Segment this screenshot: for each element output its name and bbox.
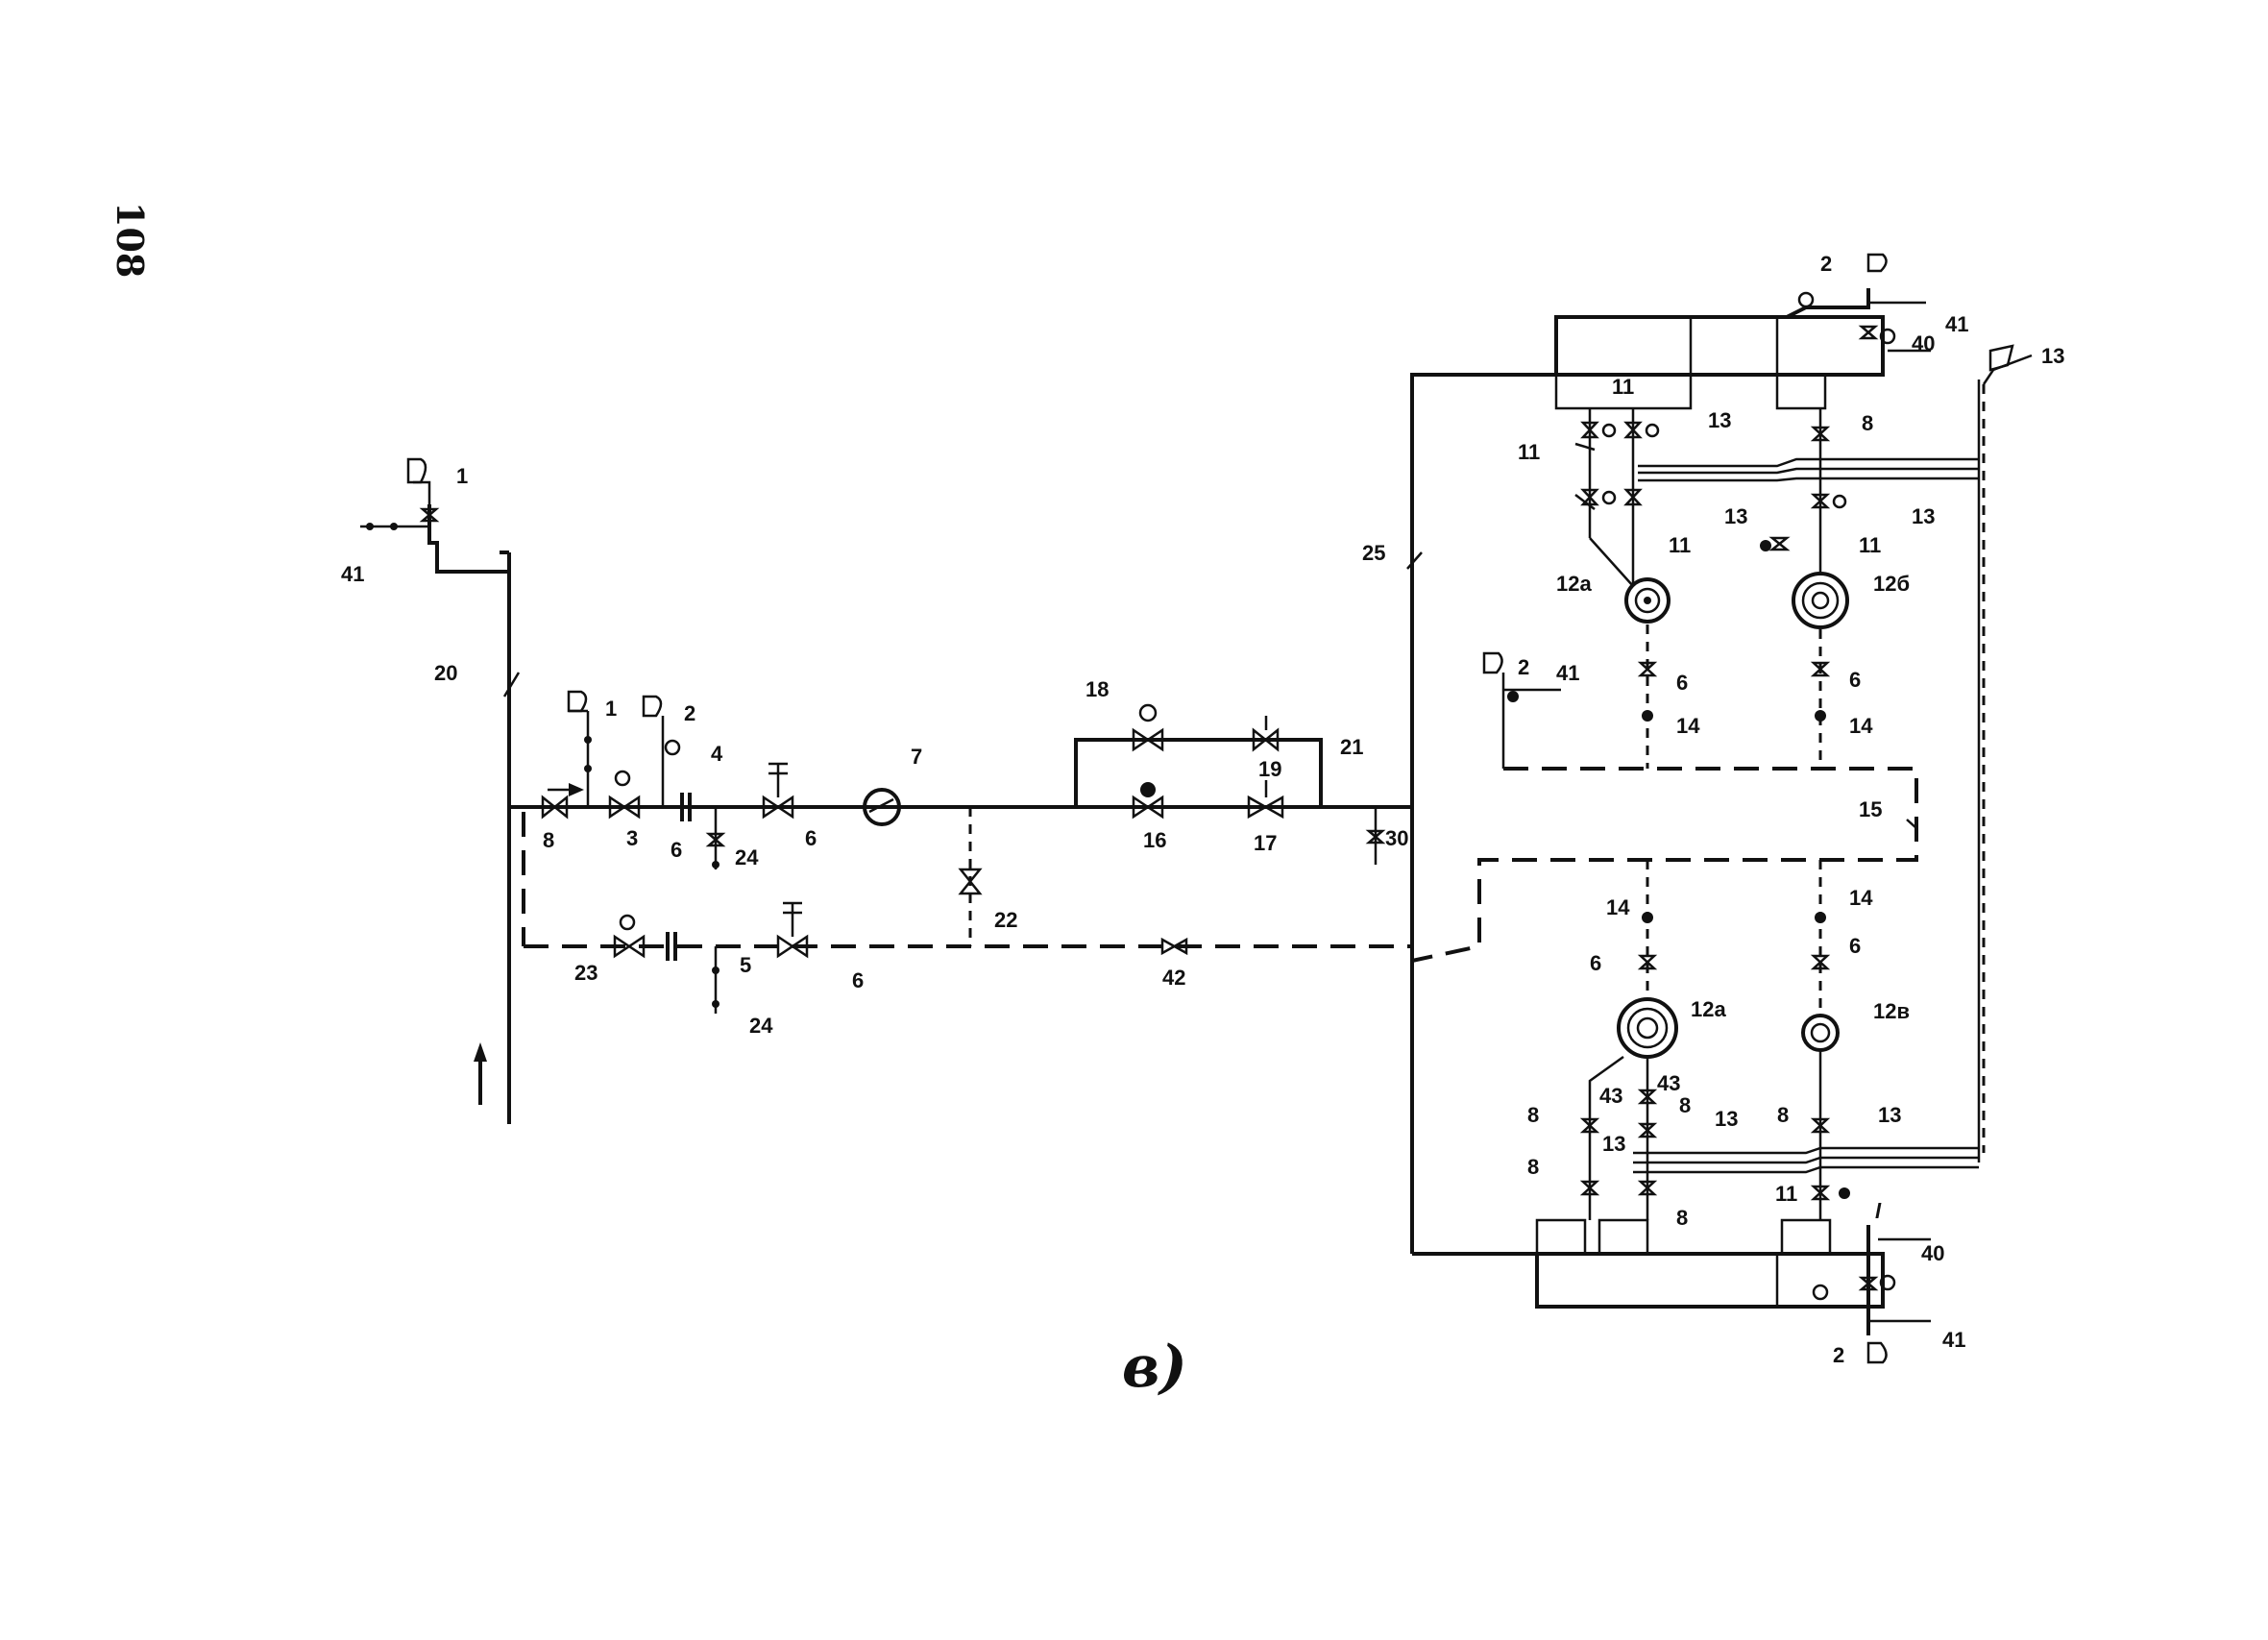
label-l-dim: l xyxy=(1875,1199,1882,1223)
label-23: 23 xyxy=(574,961,597,985)
label-13-c: 13 xyxy=(1912,504,1935,528)
label-11-d: 11 xyxy=(1859,533,1881,557)
label-24-bypass: 24 xyxy=(749,1014,773,1038)
main-gas-line xyxy=(509,690,1412,946)
label-6-bypass: 6 xyxy=(852,968,864,992)
label-14-u2: 14 xyxy=(1849,714,1873,738)
labels: 1 41 20 1 2 4 8 3 6 24 6 7 22 23 5 6 24 … xyxy=(341,252,2064,1367)
label-30: 30 xyxy=(1385,826,1408,850)
label-6-u2: 6 xyxy=(1849,668,1861,692)
label-8-l1: 8 xyxy=(1527,1103,1539,1127)
label-2: 2 xyxy=(684,701,695,725)
label-7: 7 xyxy=(911,745,922,769)
label-17: 17 xyxy=(1254,831,1277,855)
label-41-bottom: 41 xyxy=(1942,1328,1965,1352)
label-8-l4: 8 xyxy=(1679,1093,1691,1117)
label-2-top: 2 xyxy=(1820,252,1832,276)
label-19: 19 xyxy=(1258,757,1281,781)
inlet-riser xyxy=(360,457,511,1124)
label-11-b: 11 xyxy=(1518,440,1540,464)
label-40-top: 40 xyxy=(1912,331,1935,355)
label-8-top: 8 xyxy=(1862,411,1873,435)
label-25: 25 xyxy=(1362,541,1385,565)
label-21: 21 xyxy=(1340,735,1363,759)
lower-burners xyxy=(1579,860,1850,1220)
label-13-far: 13 xyxy=(2041,344,2064,368)
leader-lines xyxy=(502,442,1917,829)
label-40-bottom: 40 xyxy=(1921,1241,1944,1265)
label-11-bottom: 11 xyxy=(1775,1182,1797,1206)
label-2-bottom: 2 xyxy=(1833,1343,1844,1367)
label-43-a: 43 xyxy=(1599,1084,1622,1108)
label-18: 18 xyxy=(1085,677,1109,701)
figure-label: в) xyxy=(1122,1334,1187,1401)
label-12b: 12б xyxy=(1873,572,1910,596)
label-13-l1: 13 xyxy=(1602,1132,1625,1156)
label-12a-bottom: 12а xyxy=(1691,997,1726,1021)
label-6-drain: 6 xyxy=(671,838,682,862)
label-12a-top: 12а xyxy=(1556,572,1592,596)
label-13-b: 13 xyxy=(1724,504,1747,528)
label-13-l2: 13 xyxy=(1715,1107,1738,1131)
label-8-l3: 8 xyxy=(1777,1103,1789,1127)
upper-burners xyxy=(1411,408,1918,963)
label-4: 4 xyxy=(711,742,723,766)
label-24: 24 xyxy=(735,845,759,869)
label-1: 1 xyxy=(605,697,617,721)
label-43-b: 43 xyxy=(1657,1071,1680,1095)
label-13-l3: 13 xyxy=(1878,1103,1901,1127)
label-20: 20 xyxy=(434,661,457,685)
label-42: 42 xyxy=(1162,966,1185,990)
label-16: 16 xyxy=(1143,828,1166,852)
label-14-l1: 14 xyxy=(1606,895,1630,919)
label-6-l1: 6 xyxy=(1590,951,1601,975)
label-6-valve: 6 xyxy=(805,826,817,850)
label-8: 8 xyxy=(543,828,554,852)
label-8-l5: 8 xyxy=(1676,1206,1688,1230)
label-22: 22 xyxy=(994,908,1017,932)
label-12v: 12в xyxy=(1873,999,1910,1023)
label-41-mid: 41 xyxy=(1556,661,1579,685)
label-1-top: 1 xyxy=(456,464,468,488)
label-6-u1: 6 xyxy=(1676,671,1688,695)
right-manifold xyxy=(1410,253,2033,1364)
label-41-top: 41 xyxy=(1945,312,1968,336)
label-14-l2: 14 xyxy=(1849,886,1873,910)
label-3: 3 xyxy=(626,826,638,850)
label-13-a: 13 xyxy=(1708,408,1731,432)
label-11-a: 11 xyxy=(1612,375,1634,399)
label-15: 15 xyxy=(1859,797,1882,821)
label-41-left: 41 xyxy=(341,562,364,586)
label-5: 5 xyxy=(740,953,751,977)
regulator-loop xyxy=(1074,703,1386,865)
label-6-l2: 6 xyxy=(1849,934,1861,958)
label-14-u1: 14 xyxy=(1676,714,1700,738)
label-8-l2: 8 xyxy=(1527,1155,1539,1179)
label-2-mid: 2 xyxy=(1518,655,1529,679)
label-11-c: 11 xyxy=(1669,533,1691,557)
bypass-line xyxy=(522,812,1412,1014)
